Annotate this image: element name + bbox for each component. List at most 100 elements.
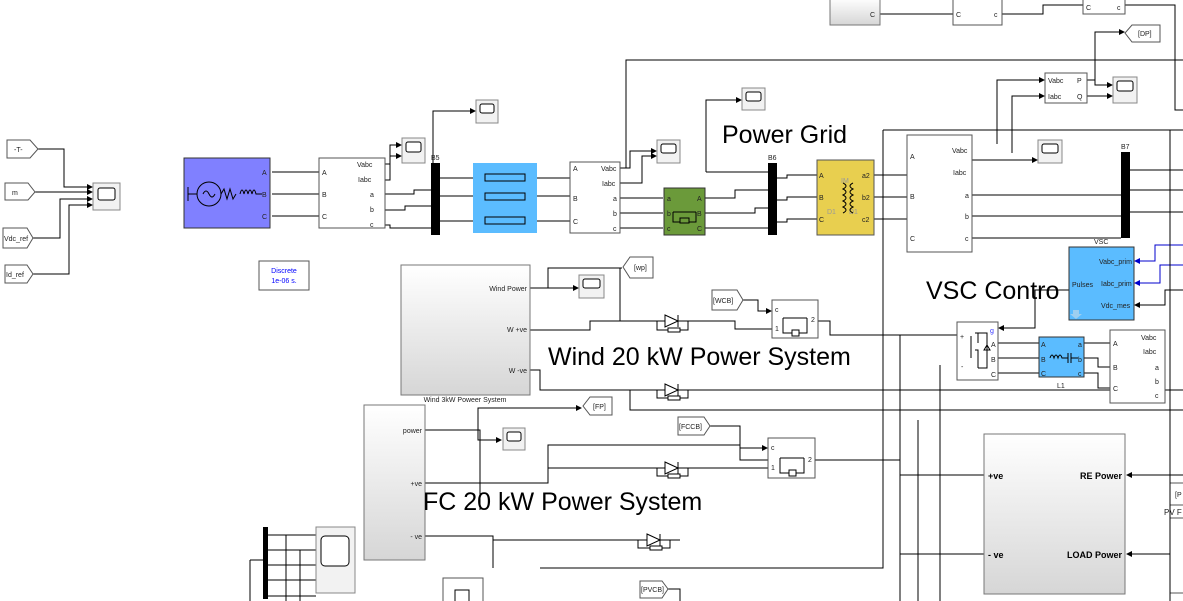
- vi-measurement-1[interactable]: A B C Vabc Iabc a b c: [318, 157, 386, 229]
- port-label: c: [965, 236, 969, 243]
- bus-b6: [768, 163, 777, 235]
- tag-fccb: [FCCB]: [679, 424, 702, 431]
- wind-subsystem-label: Wind 3kW Poweer System: [424, 397, 507, 404]
- three-phase-source[interactable]: A B C: [183, 157, 271, 229]
- port-label: b2: [862, 195, 870, 202]
- transformer[interactable]: A B C a2 b2 c2 IM D1 D1: [816, 159, 875, 236]
- tag-T: -T-: [14, 147, 23, 154]
- three-phase-line[interactable]: [473, 163, 537, 233]
- port-label: c: [994, 12, 998, 19]
- tag-id-ref: Id_ref: [6, 272, 24, 279]
- port-label: g: [990, 328, 994, 335]
- port-label: C: [573, 219, 578, 226]
- port-label: C: [1113, 386, 1118, 393]
- port-label: C: [697, 226, 702, 233]
- scope-icon: [401, 137, 426, 164]
- scope-icon: [741, 87, 766, 111]
- port-label: 2: [811, 317, 815, 324]
- port-label: a: [1155, 365, 1159, 372]
- port-label: a: [667, 196, 671, 203]
- port-label: C: [956, 12, 961, 19]
- port-label: B: [573, 196, 578, 203]
- port-label: C: [819, 217, 824, 224]
- l1-filter[interactable]: A B C a b c L1: [1038, 336, 1085, 390]
- port-label: Iabc: [1143, 349, 1157, 356]
- port-label: C: [262, 214, 267, 221]
- port-label: B: [697, 211, 702, 218]
- tag-fp: [FP]: [593, 404, 606, 411]
- port-label: c: [370, 222, 374, 229]
- port-label: a: [613, 196, 617, 203]
- port-label: c: [613, 226, 617, 233]
- port-label: B: [910, 194, 915, 201]
- port-label: LOAD Power: [1067, 550, 1123, 560]
- fc-subsystem[interactable]: power +ve - ve: [363, 404, 426, 561]
- vi-measurement-3[interactable]: A B C Vabc Iabc a b c: [906, 134, 973, 253]
- port-label: Iabc: [1048, 94, 1062, 101]
- port-label: a: [965, 193, 969, 200]
- port-label: C: [1086, 5, 1091, 12]
- bus-bottom: [263, 527, 268, 599]
- port-label: c: [1155, 393, 1159, 400]
- pq-measurement[interactable]: Vabc Iabc P Q: [1044, 72, 1088, 104]
- scope-icon: [656, 139, 681, 164]
- wind-annotation: Wind 20 kW Power System: [548, 343, 851, 371]
- igbt-converter[interactable]: + - g A B C: [956, 321, 999, 381]
- vsc-controller[interactable]: VSC Pulses Vabc_prim Iabc_prim Vdc_mes: [1068, 239, 1135, 321]
- port-label: A: [1041, 342, 1046, 349]
- power-grid-annotation: Power Grid: [722, 121, 847, 149]
- port-label: C: [910, 236, 915, 243]
- wind-subsystem[interactable]: Wind Power W +ve W -ve Wind 3kW Poweer S…: [400, 264, 531, 404]
- vi-measurement-4[interactable]: A B C Vabc Iabc a b c: [1109, 329, 1166, 404]
- port-label: Iabc: [602, 181, 616, 188]
- port-label: b: [667, 211, 671, 218]
- bus-label: B5: [431, 155, 440, 162]
- powergui-block[interactable]: Discrete 1e-06 s.: [258, 260, 310, 291]
- port-label: c: [667, 226, 671, 233]
- bus-bars[interactable]: B5 B6 B7: [263, 144, 1130, 599]
- port-label: b: [1155, 379, 1159, 386]
- scope-icon: [1037, 139, 1063, 164]
- battery-management-subsystem[interactable]: +ve - ve RE Power LOAD Power: [983, 433, 1126, 595]
- port-label: b: [613, 211, 617, 218]
- diodes[interactable]: [633, 314, 695, 551]
- port-label: P: [1077, 78, 1082, 85]
- arrow-down-icon: [1070, 310, 1082, 319]
- port-label: Vabc_prim: [1099, 259, 1132, 266]
- port-label: A: [573, 166, 578, 173]
- tag-m: m: [12, 190, 18, 197]
- port-label: c: [1078, 371, 1082, 378]
- scope-icon: [92, 182, 121, 211]
- port-label: A: [322, 170, 327, 177]
- tag-pv: [P: [1175, 492, 1182, 499]
- three-phase-breaker[interactable]: a b c A B C: [663, 187, 706, 236]
- port-label: B: [991, 357, 996, 364]
- top-blocks[interactable]: C C c C c: [829, 0, 1176, 601]
- scope-icon: [502, 427, 526, 451]
- port-label: Iabc: [358, 177, 372, 184]
- port-label: Q: [1077, 94, 1083, 101]
- port-label: c2: [862, 217, 870, 224]
- powergui-mode: Discrete: [271, 268, 297, 275]
- dc-breaker-wind[interactable]: c 1 2: [771, 299, 819, 339]
- port-label: Vabc: [357, 162, 373, 169]
- scope-icon: [475, 99, 499, 124]
- dc-breaker-fc[interactable]: c 1 2: [767, 437, 816, 479]
- port-label: C: [1041, 371, 1046, 378]
- port-label: Iabc_prim: [1101, 281, 1132, 288]
- port-label: A: [1113, 341, 1118, 348]
- port-label: B: [819, 195, 824, 202]
- port-label: RE Power: [1080, 471, 1123, 481]
- vi-measurement-2[interactable]: A B C Vabc Iabc a b c: [569, 161, 621, 234]
- powergui-step: 1e-06 s.: [271, 278, 296, 285]
- port-label: A: [262, 170, 267, 177]
- diode-icon: [633, 533, 673, 551]
- port-label: B: [262, 192, 267, 199]
- port-label: c: [771, 445, 775, 452]
- port-label: b: [965, 214, 969, 221]
- port-label: A: [910, 154, 915, 161]
- port-label: C: [322, 214, 327, 221]
- diode-icon: [650, 314, 695, 333]
- scopes[interactable]: [92, 76, 1138, 601]
- port-label: Vabc: [601, 166, 617, 173]
